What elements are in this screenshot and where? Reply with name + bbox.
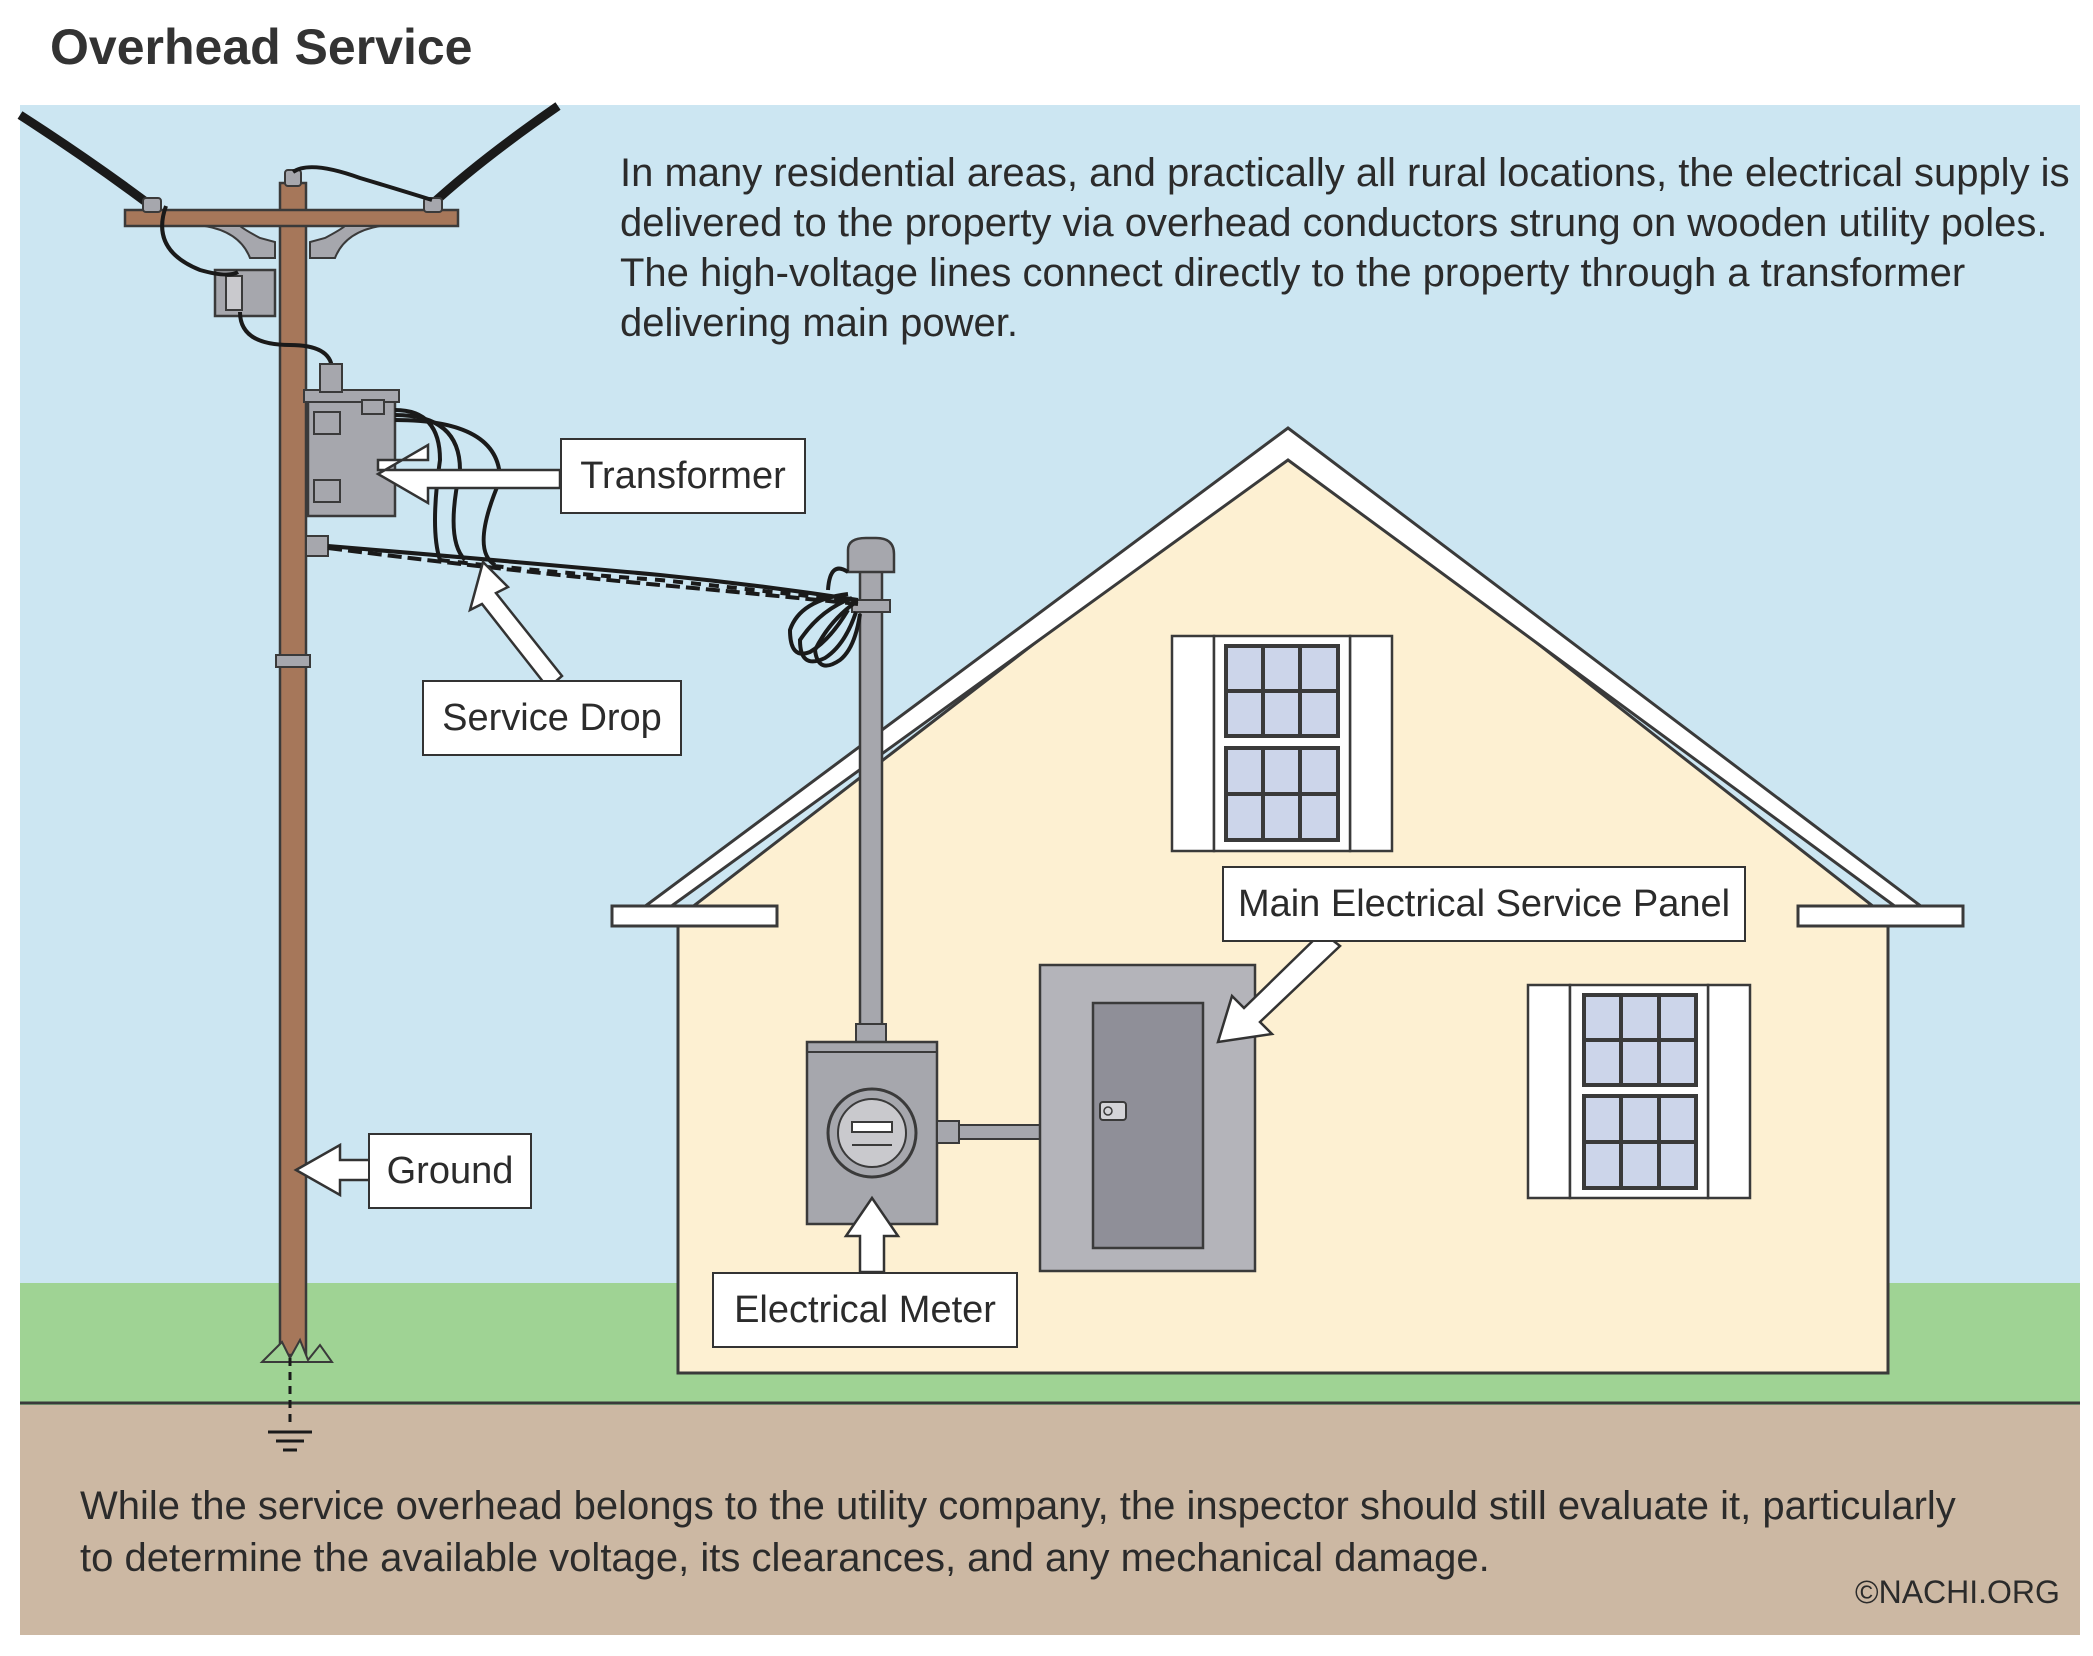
high-voltage-lines	[17, 102, 561, 210]
upper-window	[1170, 634, 1394, 853]
eave-right	[1796, 904, 1965, 928]
eave-left	[610, 904, 779, 928]
service-mast	[846, 536, 896, 1043]
shutter-left	[1170, 634, 1216, 853]
page-title: Overhead Service	[50, 19, 473, 75]
copyright-notice: ©NACHI.ORG	[1855, 1574, 2060, 1610]
label-main-panel: Main Electrical Service Panel	[1222, 866, 1746, 942]
service-panel	[1038, 963, 1257, 1273]
meter-base	[805, 1040, 1042, 1226]
soil	[20, 1405, 2080, 1635]
shutter-right	[1706, 983, 1752, 1200]
cutout-switch	[213, 268, 277, 318]
utility-pole	[123, 165, 460, 1363]
label-ground: Ground	[368, 1133, 532, 1209]
footer-paragraph: While the service overhead belongs to th…	[80, 1484, 1956, 1580]
ground-symbol	[268, 1358, 312, 1452]
shutter-left	[1526, 983, 1572, 1200]
lower-window	[1526, 983, 1752, 1200]
crossarm	[123, 208, 460, 228]
label-transformer: Transformer	[560, 438, 806, 514]
label-service-drop: Service Drop	[422, 680, 682, 756]
intro-paragraph: In many residential areas, and practical…	[620, 151, 2070, 345]
label-meter: Electrical Meter	[712, 1272, 1018, 1348]
shutter-right	[1348, 634, 1394, 853]
